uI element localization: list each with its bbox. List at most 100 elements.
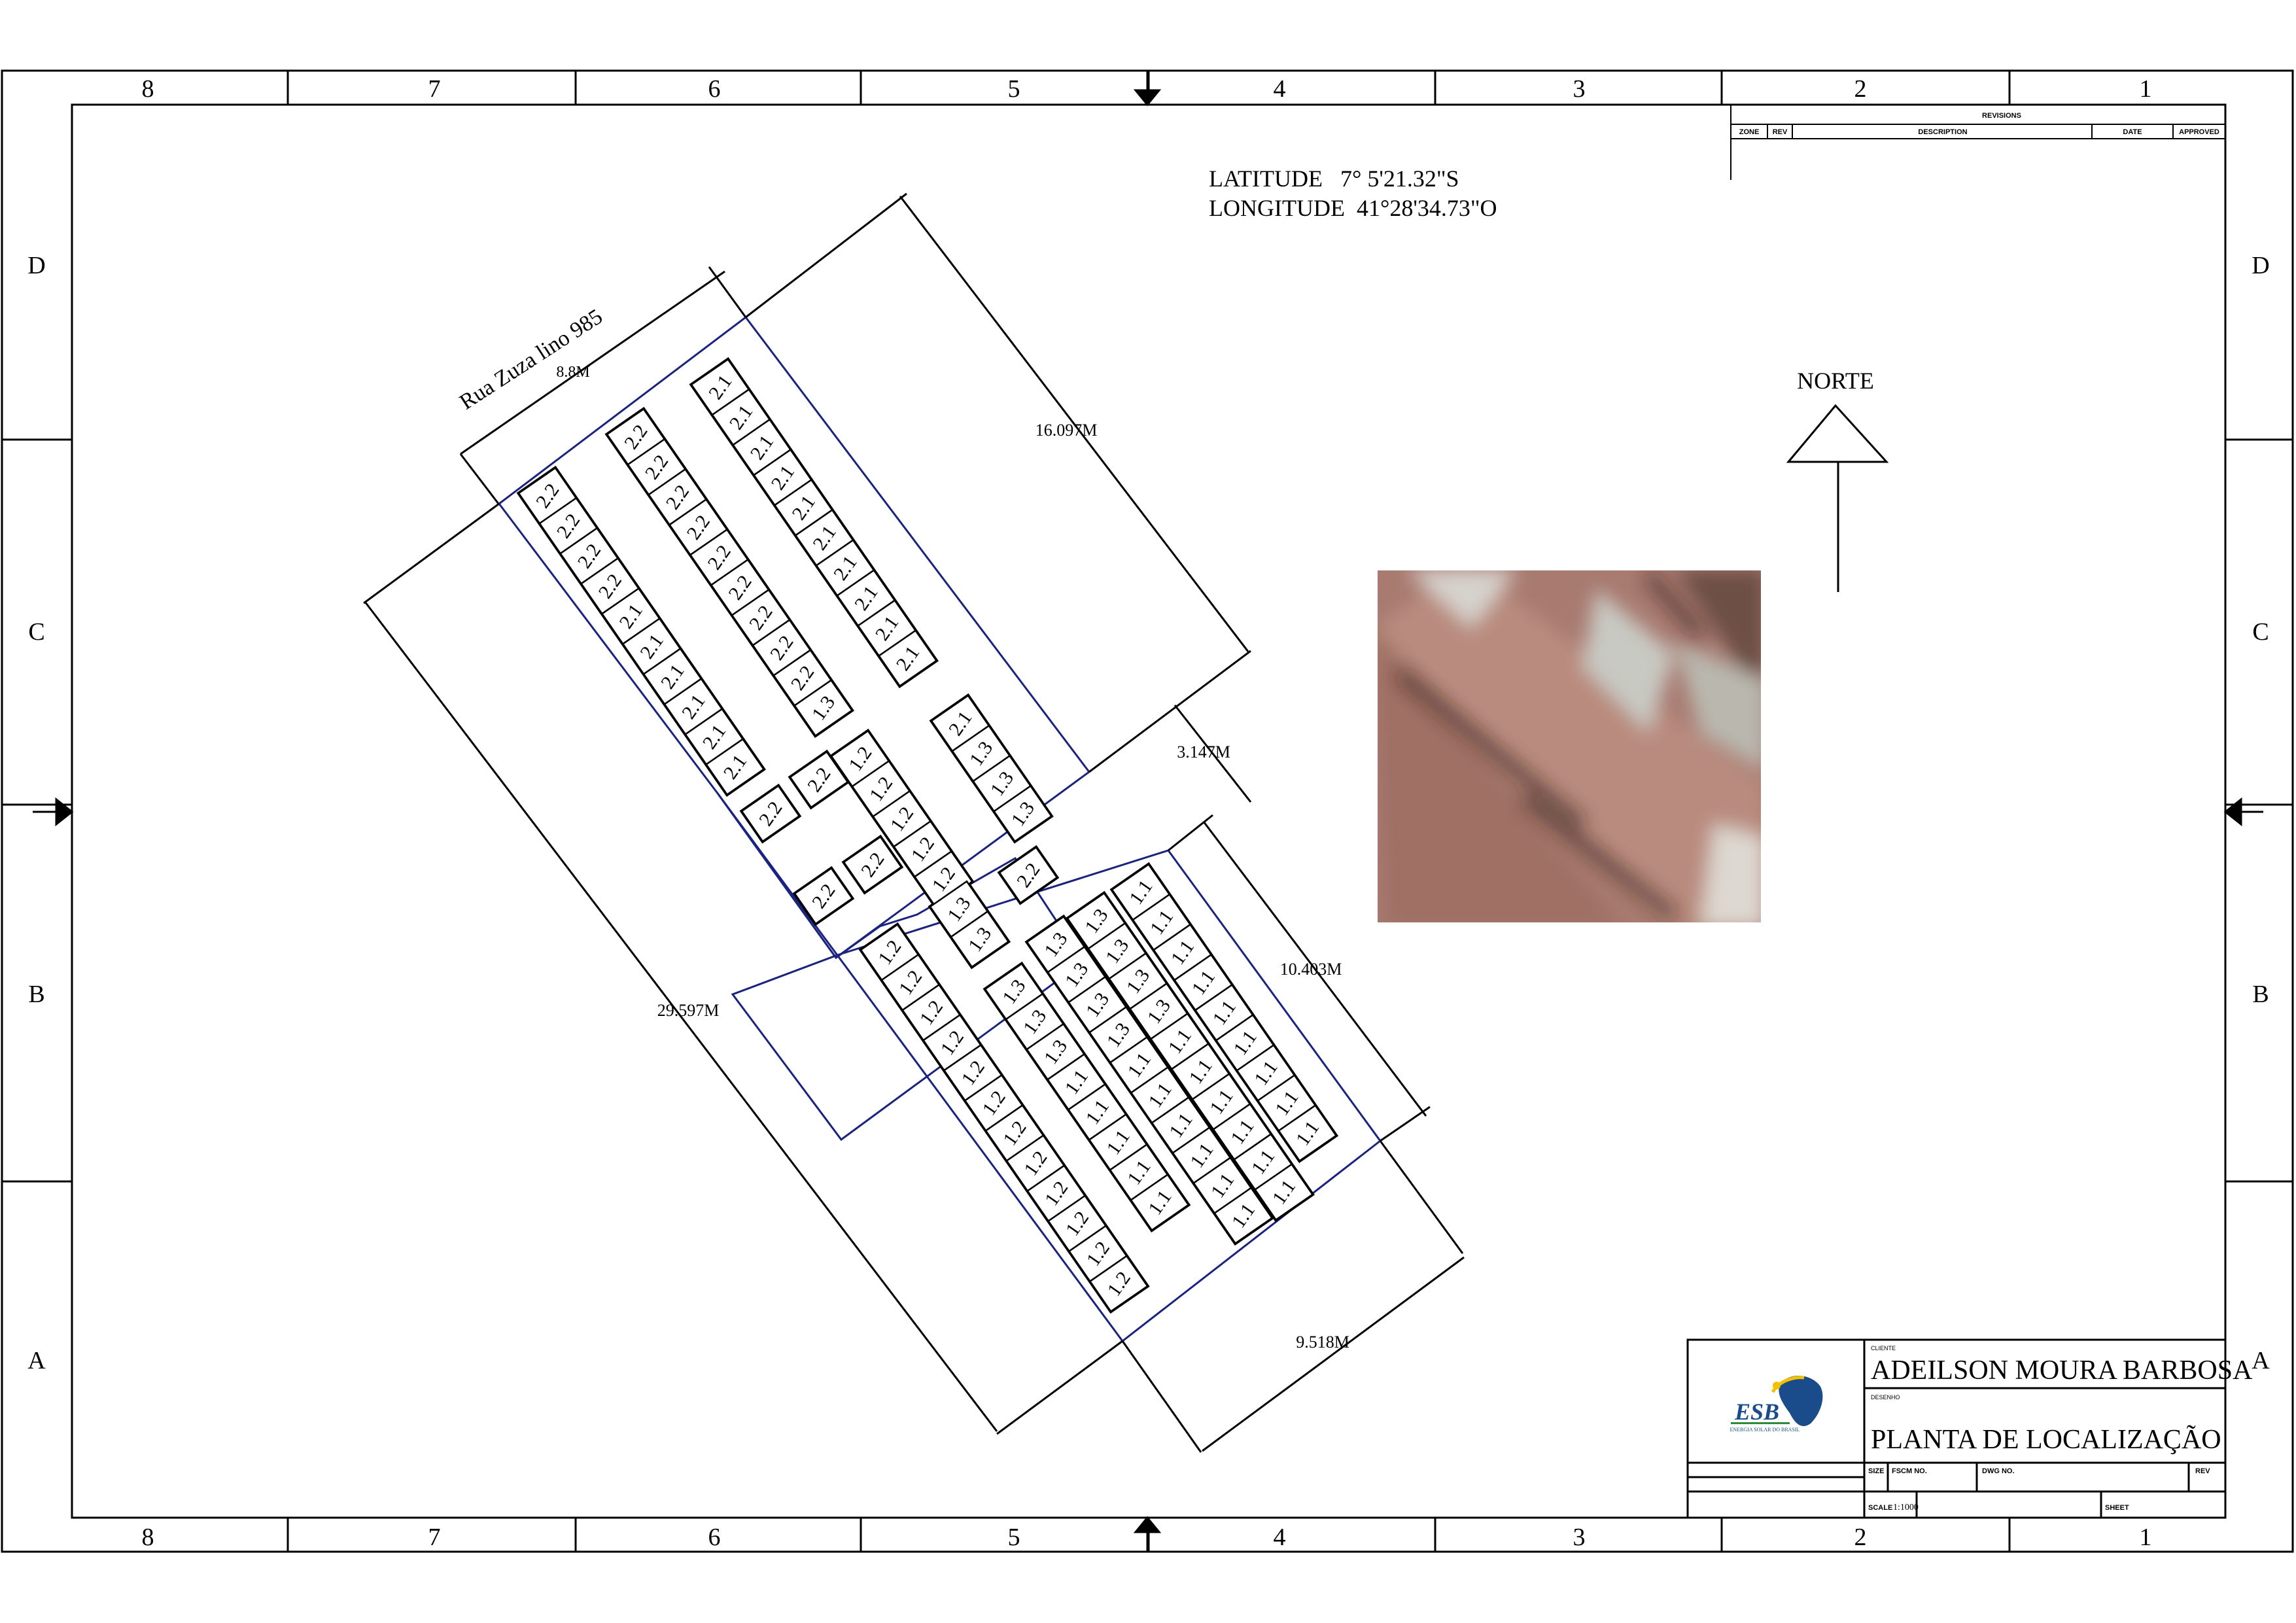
solar-panel: 1.3: [950, 910, 1010, 968]
dim-right-lower-ext-bottom: [1380, 1106, 1431, 1142]
column-label-bottom: 1: [2140, 1524, 2152, 1551]
solar-panel: 2.2: [689, 528, 749, 587]
solar-panel: 1.2: [1088, 1255, 1149, 1313]
solar-panel: 2.1: [857, 599, 917, 657]
dim-top-width: 8.8M: [556, 364, 589, 381]
solar-panel: 1.3: [1047, 945, 1107, 1003]
revisions-table: [1730, 105, 2225, 180]
fscm-label: FSCM NO.: [1892, 1467, 1927, 1475]
solar-panel: 2.2: [580, 557, 640, 615]
row-label-left: D: [27, 252, 45, 279]
rev-header-description: DESCRIPTION: [1918, 128, 1967, 136]
scale-value: 1:1000: [1893, 1503, 1919, 1512]
column-label-bottom: 6: [708, 1524, 721, 1551]
column-label-bottom: 8: [142, 1524, 154, 1551]
row-label-right: A: [2252, 1347, 2270, 1374]
client-name: ADEILSON MOURA BARBOSA: [1871, 1355, 2253, 1386]
solar-panel: 1.2: [1005, 1134, 1066, 1193]
drawing-label: DESENHO: [1871, 1394, 1900, 1401]
dim-left-total: 29.597M: [657, 1001, 720, 1020]
solar-panel: 2.2: [538, 497, 599, 555]
solar-panel: 2.2: [752, 618, 812, 677]
solar-panel: 1.1: [1191, 1072, 1251, 1131]
sheet-label: SHEET: [2105, 1504, 2129, 1512]
column-label-top: 8: [142, 75, 154, 103]
longitude-text: LONGITUDE 41°28'34.73"O: [1209, 195, 1497, 221]
solar-panel: 1.2: [1047, 1195, 1107, 1253]
solar-panel: 1.2: [892, 820, 953, 878]
solar-panel: 2.2: [627, 438, 687, 496]
row-label-left: A: [27, 1347, 46, 1374]
dim-right-upper-ext-bottom: [1088, 650, 1251, 773]
solar-panel: 1.3: [984, 962, 1044, 1021]
drawing-title: PLANTA DE LOCALIZAÇÃO: [1871, 1425, 2221, 1455]
site-photo: [1378, 570, 1761, 922]
dim-right-upper: 16.097M: [1035, 421, 1098, 440]
dimension-lines: [363, 192, 1465, 1453]
solar-panel: 2.1: [930, 694, 990, 752]
dim-top-ext-left: [459, 453, 500, 504]
dim-top-ext-right: [708, 266, 747, 318]
solar-panel: 1.1: [1215, 1013, 1275, 1072]
solar-panel: 2.1: [877, 629, 938, 688]
dim-top-line: [460, 270, 725, 455]
north-label: NORTE: [1797, 368, 1874, 394]
panels: 2.22.22.22.22.12.12.12.12.12.12.22.22.22…: [517, 358, 1338, 1313]
column-label-top: 2: [1854, 75, 1867, 103]
size-label: SIZE: [1868, 1467, 1884, 1475]
solar-panel: 1.2: [984, 1104, 1045, 1162]
title-block: [1686, 1338, 2227, 1519]
solar-panel: 2.1: [684, 708, 744, 766]
dim-bottom-line: [1202, 1256, 1465, 1452]
column-label-top: 6: [708, 75, 721, 103]
solar-panel: 1.1: [1236, 1043, 1296, 1102]
row-label-left: C: [28, 618, 44, 646]
drawing-frame: [1, 69, 2294, 1553]
zone-ticks: [2, 71, 2293, 1552]
solar-panel: 2.2: [606, 408, 666, 466]
solar-panel: 2.2: [789, 750, 849, 809]
street-label: Rua Zuza lino 985: [455, 304, 607, 414]
solar-panel: 2.1: [836, 568, 896, 627]
solar-panel: 2.1: [794, 508, 854, 567]
dim-gap-line: [1174, 705, 1252, 803]
dim-right-upper-line: [899, 196, 1249, 652]
solar-panel: 1.2: [1068, 1225, 1128, 1283]
logo-text: ESB: [1734, 1399, 1779, 1425]
solar-panel: 1.1: [1253, 1163, 1314, 1221]
column-label-top: 1: [2140, 75, 2152, 103]
solar-panel: 2.2: [843, 835, 903, 894]
solar-panel: 1.1: [1233, 1133, 1293, 1191]
column-label-bottom: 2: [1854, 1524, 1867, 1551]
dim-left-ext-top: [363, 502, 500, 604]
column-label-bottom: 4: [1274, 1524, 1286, 1551]
solar-panel: 1.1: [1130, 1173, 1190, 1232]
row-label-right: B: [2252, 981, 2269, 1008]
dim-right-upper-ext-top: [745, 192, 907, 319]
column-label-top: 7: [428, 75, 441, 103]
dim-right-lower: 10.403M: [1280, 960, 1342, 979]
solar-panel: 2.2: [517, 466, 578, 525]
column-label-top: 3: [1573, 75, 1586, 103]
solar-panel: 2.2: [740, 784, 801, 843]
title-block-text: CLIENTE DESENHO SIZE FSCM NO. DWG NO. RE…: [1868, 1345, 2210, 1512]
solar-panel: 1.2: [880, 953, 941, 1011]
solar-panel: 2.2: [793, 867, 854, 925]
dim-left-ext-bottom: [996, 1340, 1123, 1435]
solar-panel: 2.2: [668, 498, 729, 556]
row-label-right: D: [2252, 252, 2269, 279]
solar-panel: 2.2: [710, 558, 770, 617]
dim-bottom-width: 9.518M: [1296, 1333, 1349, 1352]
lot-boundary-middle: [717, 794, 1085, 1142]
scale-label: SCALE: [1868, 1504, 1892, 1512]
rev-header-rev: REV: [1773, 128, 1788, 136]
solar-panel: 1.1: [1194, 983, 1254, 1042]
dim-right-lower-ext-top: [1168, 814, 1213, 852]
solar-panel: 1.2: [860, 923, 920, 981]
solar-panel: 2.1: [815, 538, 875, 597]
solar-panel: 1.1: [1192, 1157, 1253, 1215]
solar-panel: 2.1: [642, 647, 703, 706]
client-label: CLIENTE: [1871, 1345, 1896, 1352]
solar-panel: 1.3: [1066, 892, 1126, 950]
